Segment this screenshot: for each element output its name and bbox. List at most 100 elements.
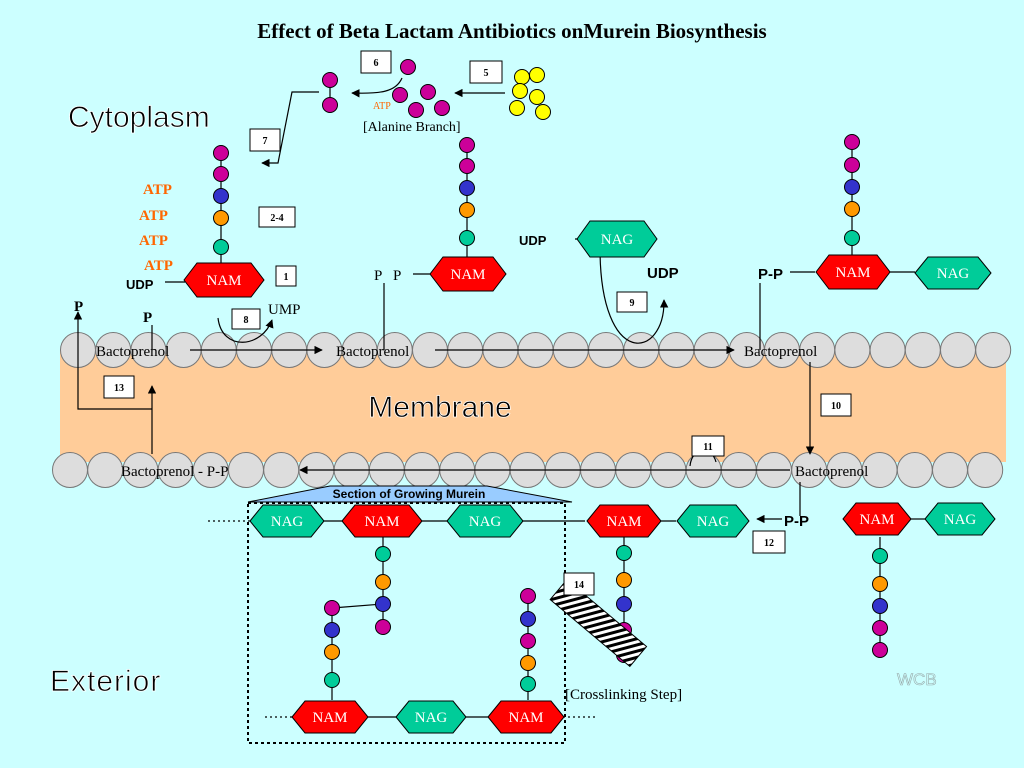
amino-acid-beads — [213, 59, 888, 692]
bactoprenol-label-4: Bactoprenol — [795, 464, 868, 480]
lipid-bead — [834, 332, 871, 368]
amino-acid-bead — [324, 644, 340, 660]
step-box-13: 13 — [103, 375, 135, 399]
step-box-1: 1 — [275, 265, 297, 287]
amino-acid-bead — [324, 672, 340, 688]
amino-acid-bead — [322, 72, 338, 88]
lipid-bead — [263, 452, 300, 488]
nag-hexagon — [924, 502, 996, 536]
amino-acid-bead — [408, 102, 424, 118]
atp-labels: ATP ATP ATP ATP ATP — [139, 101, 391, 274]
lipid-bead — [87, 452, 124, 488]
nam-label: NAM — [835, 265, 870, 281]
lipid-bead — [228, 452, 264, 488]
amino-acid-bead — [375, 574, 391, 590]
nam-hexagon — [291, 700, 369, 734]
exterior-label: Exterior — [50, 665, 161, 698]
growing-murein-box — [247, 502, 566, 744]
amino-acid-bead — [520, 676, 536, 692]
amino-acid-bead — [459, 137, 475, 153]
step-box-7: 7 — [249, 128, 281, 152]
amino-acid-bead — [872, 576, 888, 592]
amino-acid-bead — [459, 180, 475, 196]
cytoplasm-label: Cytoplasm — [68, 101, 210, 134]
bactoprenol-label-3: Bactoprenol — [744, 344, 817, 360]
p-label-2: P — [143, 310, 152, 326]
step-number: 10 — [831, 401, 841, 412]
nag-hexagon — [249, 504, 325, 538]
nam-sugar: NAM — [815, 254, 891, 290]
pp-label-2: P-P — [784, 513, 809, 530]
lipid-bead — [967, 452, 1004, 488]
amino-acid-bead — [512, 83, 528, 99]
amino-acid-bead — [213, 239, 229, 255]
nag-hexagon — [576, 220, 658, 258]
nam-hexagon — [842, 502, 912, 536]
step-box-6: 6 — [360, 50, 392, 74]
amino-acid-bead — [322, 97, 338, 113]
amino-acid-bead — [420, 84, 436, 100]
membrane-label: Membrane — [368, 391, 511, 424]
lipid-bead — [932, 452, 968, 488]
nam-sugar: NAM — [586, 504, 662, 538]
p-p-label-1: P P — [374, 268, 401, 284]
step-box-10: 10 — [820, 393, 852, 417]
amino-acid-bead — [520, 655, 536, 671]
amino-acid-bead — [872, 620, 888, 636]
bactoprenol-pp-label: Bactoprenol - P-P — [121, 464, 228, 480]
nam-sugar: NAM — [487, 700, 565, 734]
ump-label: UMP — [268, 302, 301, 318]
amino-acid-bead — [213, 166, 229, 182]
amino-acid-bead — [872, 598, 888, 614]
amino-acid-bead — [535, 104, 551, 120]
nam-sugar: NAM — [341, 504, 423, 538]
step-number: 8 — [244, 315, 249, 326]
p-label-1: P — [74, 299, 83, 315]
step-box-5: 5 — [469, 60, 503, 84]
atp-label-1: ATP — [143, 182, 172, 198]
step-number: 14 — [574, 580, 584, 591]
nag-label: NAG — [697, 514, 730, 530]
step-box-9: 9 — [616, 291, 648, 313]
atp-label-2: ATP — [139, 208, 168, 224]
nag-sugar: NAG — [446, 504, 524, 538]
growing-murein-section: Section of Growing Murein — [247, 485, 573, 744]
amino-acid-bead — [844, 157, 860, 173]
amino-acid-bead — [616, 596, 632, 612]
nag-sugar: NAG — [924, 502, 996, 536]
amino-acid-bead — [844, 201, 860, 217]
nam-sugar: NAM — [183, 262, 265, 298]
lipid-bead — [904, 332, 941, 368]
udp-label-3: UDP — [647, 265, 679, 282]
amino-acid-bead — [529, 89, 545, 105]
step-number: 13 — [114, 383, 124, 394]
alanine-branch-label: [Alanine Branch] — [363, 120, 461, 135]
nag-sugar: NAG — [249, 504, 325, 538]
nag-hexagon — [446, 504, 524, 538]
amino-acid-bead — [459, 202, 475, 218]
lipid-bead — [975, 332, 1012, 368]
lipid-bead — [52, 452, 88, 488]
amino-acid-bead — [520, 588, 536, 604]
misc-labels: [Alanine Branch] UDP UDP UDP UMP P P P P… — [74, 120, 937, 703]
amino-acid-bead — [434, 100, 450, 116]
nam-label: NAM — [450, 267, 485, 283]
pp-label-1: P-P — [758, 266, 783, 283]
nam-sugar: NAM — [429, 256, 507, 292]
growing-murein-label: Section of Growing Murein — [333, 487, 486, 501]
nam-sugar: NAM — [842, 502, 912, 536]
nag-label: NAG — [937, 266, 970, 282]
nam-hexagon — [815, 254, 891, 290]
step-box-2-4: 2-4 — [258, 206, 296, 228]
amino-acid-bead — [844, 230, 860, 246]
bactoprenol-transport-lines — [73, 77, 815, 524]
page-title: Effect of Beta Lactam Antibiotics onMure… — [257, 19, 766, 43]
amino-acid-bead — [324, 622, 340, 638]
step-number: 1 — [284, 272, 289, 283]
lipid-bead — [940, 332, 976, 368]
amino-acid-bead — [529, 67, 545, 83]
nag-label: NAG — [944, 512, 977, 528]
nam-hexagon — [341, 504, 423, 538]
